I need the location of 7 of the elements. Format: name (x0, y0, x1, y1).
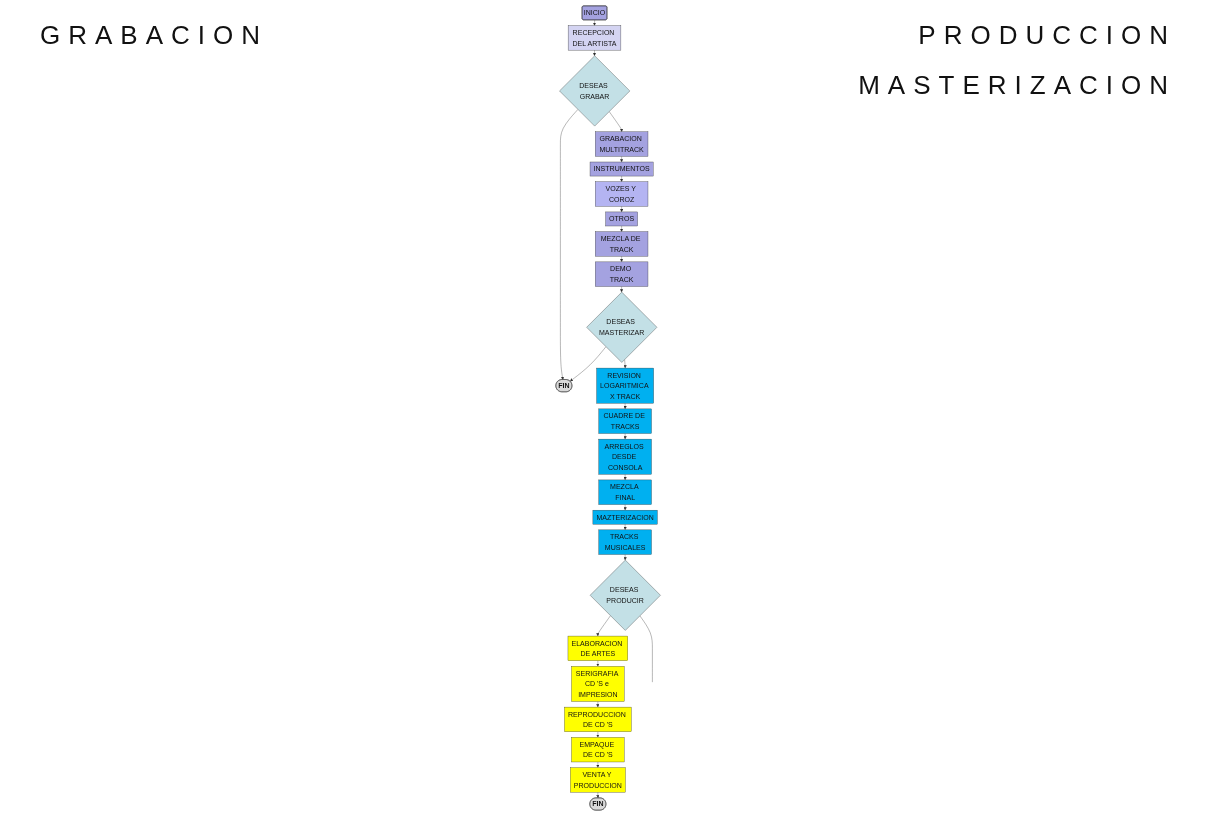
arrow (592, 50, 596, 56)
section-heading: PRODUCCION (918, 20, 1176, 51)
arrow (623, 504, 627, 511)
arrow (623, 554, 627, 561)
section-heading: MASTERIZACION (858, 70, 1176, 101)
section-heading: GRABACION (40, 20, 269, 51)
arrow (619, 286, 623, 293)
